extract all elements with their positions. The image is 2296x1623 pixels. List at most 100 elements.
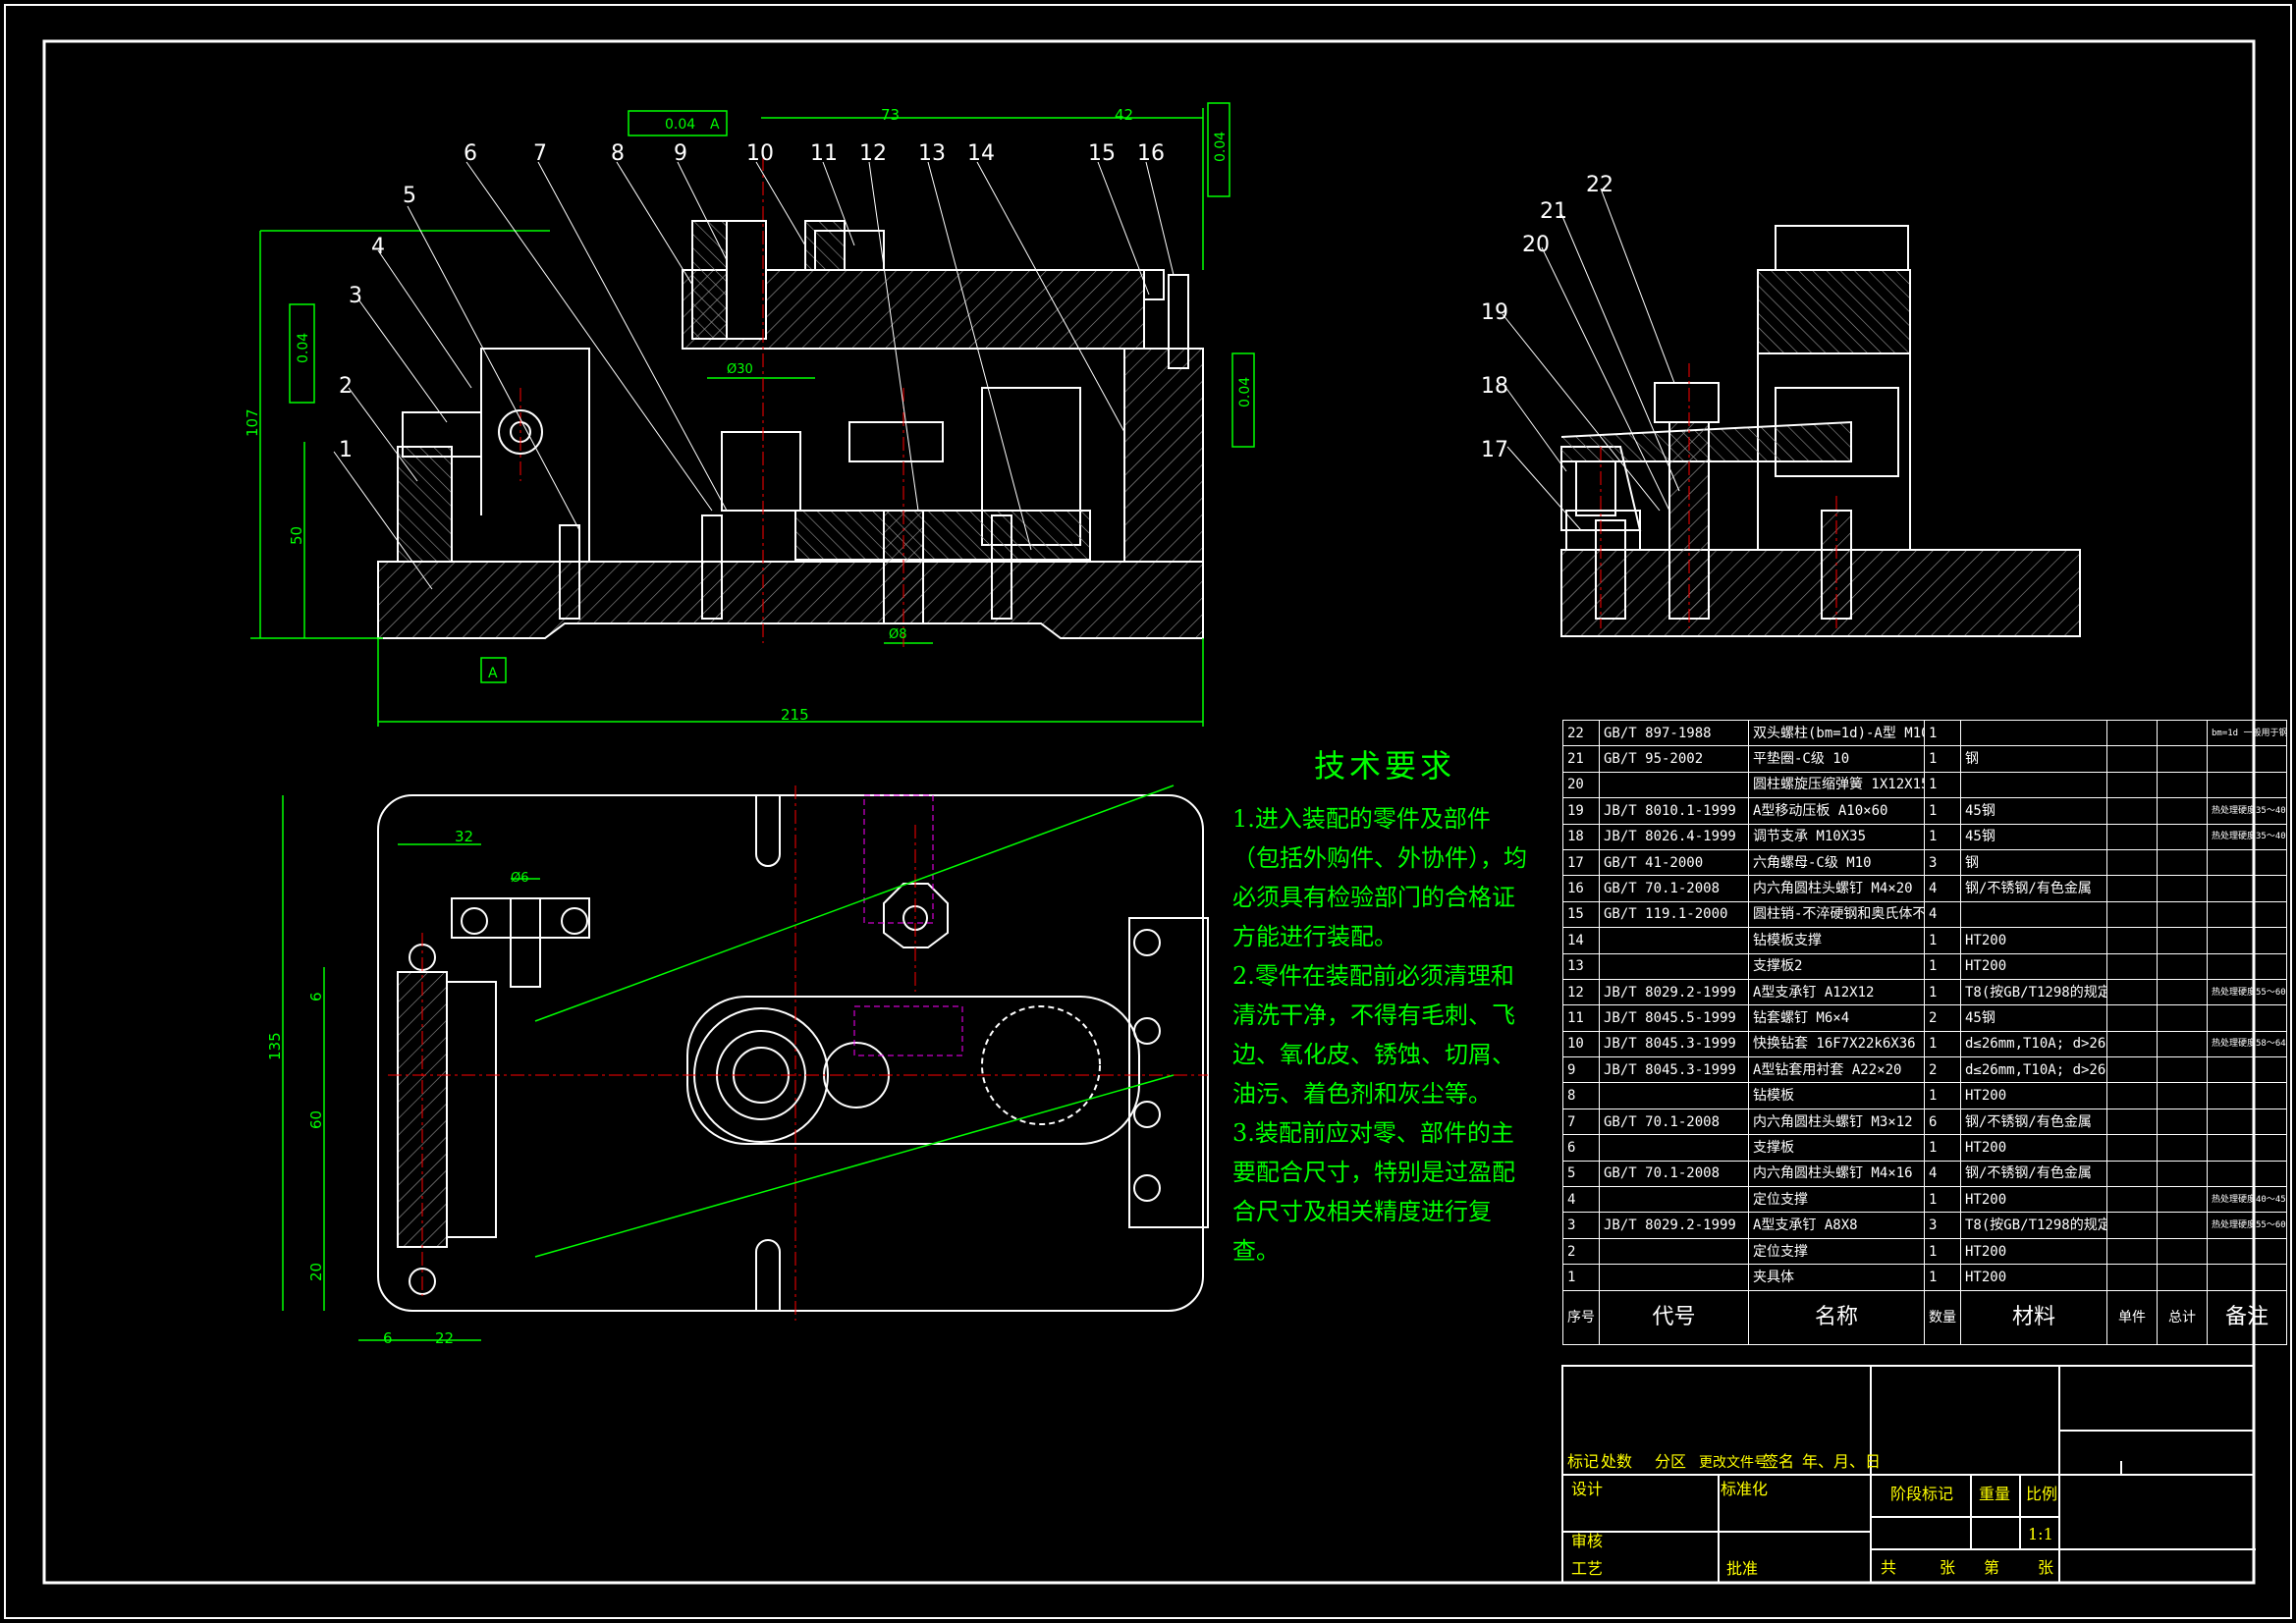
bom-cell-w2 [2157,1237,2208,1266]
bom-header-name: 名称 [1748,1289,1925,1345]
bom-cell-remark [2207,1264,2287,1291]
bom-cell-qty: 1 [1924,1030,1961,1058]
bom-header: 序号 代号 名称 数量 材料 单件 总计 备注 [1562,1289,2287,1345]
bom-cell-name: 快换钻套 16F7X22k6X36 [1748,1030,1925,1058]
tb-sign: 签名 [1763,1452,1794,1471]
balloon-16: 16 [1137,141,1165,166]
balloon-1: 1 [339,438,353,462]
tb-sheets: 张 [1940,1558,1955,1577]
tb-weight: 重量 [1979,1485,2010,1503]
balloon-6: 6 [464,141,477,166]
bom-cell-qty: 1 [1924,1264,1961,1291]
bom-header-no: 序号 [1562,1289,1600,1345]
bom-cell-code: GB/T 70.1-2008 [1599,1108,1749,1136]
bom-cell-name: 内六角圆柱头螺钉 M4×16 [1748,1160,1925,1188]
tb-scale: 比例 [2026,1485,2057,1503]
balloon-7: 7 [533,141,547,166]
front-dimensions [250,102,1255,727]
balloon-18: 18 [1481,374,1508,399]
bom-cell-name: 内六角圆柱头螺钉 M4×20 [1748,875,1925,902]
balloon-14: 14 [967,141,995,166]
tb-approve: 批准 [1726,1559,1758,1578]
bom-cell-no: 12 [1562,978,1600,1006]
tol-left: 0.04 [296,333,311,363]
balloon-12: 12 [859,141,887,166]
tech-item-1: 1.进入装配的零件及部件（包括外购件、外协件），均必须具有检验部门的合格证方能进… [1232,805,1527,950]
bom-cell-no: 13 [1562,952,1600,980]
dim-73: 73 [881,106,900,124]
tb-review: 审核 [1571,1532,1603,1550]
tech-item-3: 3.装配前应对零、部件的主要配合尺寸，特别是过盈配合尺寸及相关精度进行复查。 [1232,1119,1515,1265]
dim-phi6: Ø6 [511,871,529,886]
front-view [377,220,1204,639]
bom-cell-remark: 热处理硬度55～60HRC [2207,978,2287,1006]
bom-cell-w2 [2157,771,2208,799]
dim-215: 215 [781,706,809,724]
bom-cell-w1 [2106,1082,2158,1109]
balloon-11: 11 [810,141,838,166]
tb-scale-value: 1:1 [2028,1525,2053,1543]
bom-cell-w1 [2106,978,2158,1006]
bom-cell-material: HT200 [1960,952,2107,980]
tb-design: 设计 [1571,1480,1603,1498]
bom-cell-material: d≤26mm,T10A; d>26mm,20钢 [1960,1056,2107,1084]
tb-count: 处数 [1601,1452,1632,1471]
bom-cell-material: 钢/不锈钢/有色金属 [1960,1160,2107,1188]
bom-cell-material: 钢/不锈钢/有色金属 [1960,875,2107,902]
bom-cell-qty: 1 [1924,952,1961,980]
bom-cell-code: JB/T 8045.3-1999 [1599,1030,1749,1058]
datum-a: A [488,666,498,681]
datum-top: A [710,117,720,133]
bom-header-total: 总计 [2157,1289,2208,1345]
bom-cell-code: GB/T 70.1-2008 [1599,875,1749,902]
bom-cell-qty: 1 [1924,927,1961,954]
bom-header-single: 单件 [2106,1289,2158,1345]
balloon-22: 22 [1586,173,1613,197]
dim-107: 107 [244,408,261,437]
tb-standard: 标准化 [1721,1480,1768,1498]
dim-6-left: 6 [307,992,325,1001]
bom-cell-remark [2207,952,2287,980]
tb-page: 第 [1984,1558,1999,1577]
dim-60: 60 [307,1110,325,1129]
bom-cell-qty: 3 [1924,848,1961,877]
bom-cell-remark [2207,927,2287,954]
bom-cell-qty: 3 [1924,1212,1961,1239]
dim-32: 32 [455,828,473,845]
bom-cell-qty: 1 [1924,978,1961,1006]
balloon-19: 19 [1481,300,1508,325]
dim-50: 50 [288,526,305,545]
bom-cell-remark [2207,900,2287,929]
bom-cell-code [1599,1134,1749,1162]
bom-cell-w1 [2106,1030,2158,1058]
bom-cell-no: 6 [1562,1134,1600,1162]
balloon-8: 8 [611,141,625,166]
technical-requirements: 技术要求 1.进入装配的零件及部件（包括外购件、外协件），均必须具有检验部门的合… [1232,746,1537,1271]
bom-cell-material: HT200 [1960,1082,2107,1109]
bom-cell-no: 10 [1562,1030,1600,1058]
dim-135: 135 [266,1032,284,1060]
bom-cell-name: 钻模板支撑 [1748,927,1925,954]
bom-header-code: 代号 [1599,1289,1749,1345]
bom-header-material: 材料 [1960,1289,2107,1345]
bom-cell-code [1599,1186,1749,1214]
bom-cell-qty: 1 [1924,1237,1961,1266]
bom-cell-material: T8(按GB/T1298的规定) [1960,978,2107,1006]
top-dimensions [282,784,1175,1341]
balloon-15: 15 [1088,141,1116,166]
tb-stage: 阶段标记 [1890,1485,1953,1503]
bom-cell-remark: bm=1d 一般用于钢对钢 [2207,719,2287,747]
bom-cell-remark [2207,1160,2287,1188]
bom-cell-w1 [2106,927,2158,954]
bom-cell-w1 [2106,1004,2158,1032]
balloon-13: 13 [918,141,946,166]
